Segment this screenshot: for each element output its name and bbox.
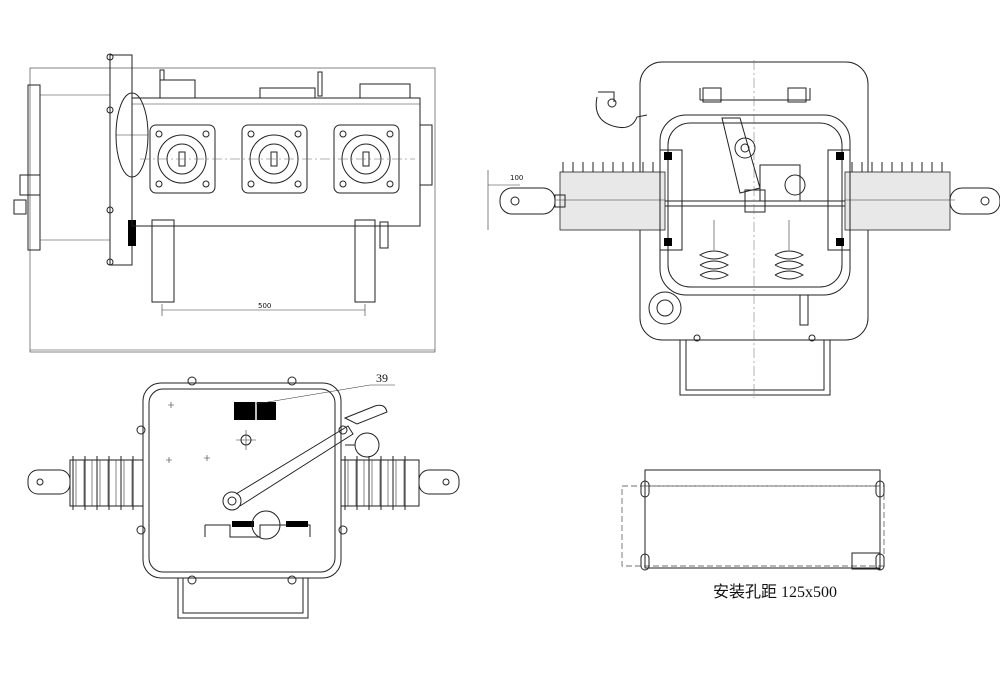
side-view: 100 [487, 60, 1000, 398]
mounting-view: 安装孔距 125x500 [621, 469, 885, 601]
side-springs [698, 220, 805, 280]
front-dimension-label: 500 [258, 302, 271, 310]
side-left-insulator [554, 162, 666, 231]
side-dimension-label: 100 [510, 174, 523, 182]
top-left-insulator [27, 456, 144, 510]
callout-number: 39 [376, 371, 388, 385]
side-right-insulator [844, 162, 955, 231]
front-view: 500 [13, 53, 436, 353]
mounting-caption: 安装孔距 125x500 [713, 583, 837, 601]
top-right-insulator [340, 456, 460, 510]
top-view: 39 [27, 371, 460, 619]
